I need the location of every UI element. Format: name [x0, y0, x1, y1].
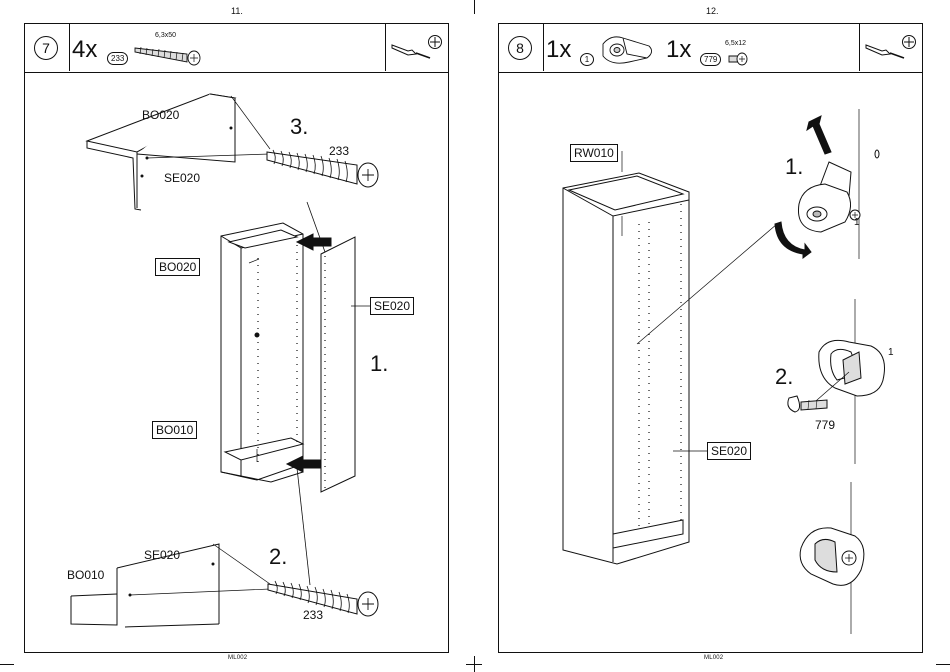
step-2-marker: 2. — [269, 544, 287, 570]
footer-code-right: ML002 — [704, 655, 723, 661]
label-bo020-top: BO020 — [142, 108, 179, 122]
assembly-illustration-step8 — [499, 24, 924, 654]
label-se020-bottom: SE020 — [144, 548, 180, 562]
crop-mark-left — [0, 664, 14, 665]
screw-233-top — [267, 150, 378, 187]
cabinet-carcass — [221, 223, 303, 482]
crop-mark-top — [474, 0, 475, 14]
label-bracket-ref: 1 — [854, 217, 860, 228]
label-bo010-bottom: BO010 — [67, 568, 104, 582]
label-box-bo010: BO010 — [152, 421, 197, 439]
step-1-marker: 1. — [370, 351, 388, 377]
crop-mark-right — [936, 664, 950, 665]
label-bracket-ref-2: 1 — [888, 347, 894, 358]
bracket-detail-3 — [800, 482, 864, 634]
label-se020-top: SE020 — [164, 171, 200, 185]
step-1-marker: 1. — [785, 154, 803, 180]
label-box-bo020: BO020 — [155, 258, 200, 276]
bracket-detail-2 — [788, 299, 885, 464]
footer-code-left: ML002 — [228, 655, 247, 661]
instruction-page-right: 8 1x 1 1x 779 6,5x12 — [498, 23, 923, 653]
label-box-rw010: RW010 — [570, 144, 618, 162]
side-panel-se020 — [321, 237, 355, 492]
label-box-se020: SE020 — [370, 297, 414, 315]
label-screw-779: 779 — [815, 418, 835, 432]
bracket-detail-1 — [798, 109, 879, 259]
cabinet-carcass — [563, 151, 689, 564]
label-screw-233-bottom: 233 — [303, 608, 323, 622]
step-2-marker: 2. — [775, 364, 793, 390]
lift-arrow — [807, 116, 831, 154]
step-3-marker: 3. — [290, 114, 308, 140]
label-box-se020: SE020 — [707, 442, 751, 460]
page-number-left: 11. — [231, 6, 243, 16]
assembly-illustration-step7 — [25, 24, 450, 654]
instruction-page-left: 7 4x 233 6,3x50 — [24, 23, 449, 653]
crop-mark-bottom-h — [466, 664, 482, 665]
label-screw-233-top: 233 — [329, 144, 349, 158]
page-number-right: 12. — [706, 6, 719, 16]
